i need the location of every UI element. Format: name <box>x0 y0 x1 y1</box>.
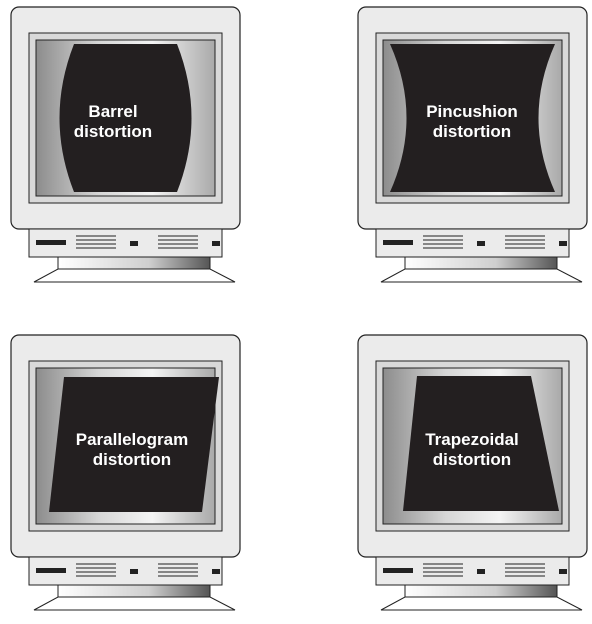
monitor-parallelogram: Parallelogram distortion <box>10 334 260 624</box>
crt-distortion-figure: Barrel distortion Pincushion distortion <box>0 0 592 611</box>
control-button <box>212 569 220 574</box>
monitor-barrel: Barrel distortion <box>10 6 260 296</box>
monitor-stand <box>34 597 235 610</box>
control-button <box>559 569 567 574</box>
control-button <box>212 241 220 246</box>
monitor-trapezoidal: Trapezoidal distortion <box>357 334 592 624</box>
power-slot <box>383 240 413 245</box>
monitor-pincushion: Pincushion distortion <box>357 6 592 296</box>
power-slot <box>36 240 66 245</box>
monitor-neck <box>405 257 557 269</box>
distorted-image <box>390 44 555 192</box>
control-button <box>477 569 485 574</box>
monitor-neck <box>58 585 210 597</box>
control-button <box>130 569 138 574</box>
power-slot <box>383 568 413 573</box>
distorted-image <box>49 377 219 512</box>
monitor-neck <box>58 257 210 269</box>
distorted-image <box>60 44 192 192</box>
control-button <box>477 241 485 246</box>
monitor-stand <box>381 269 582 282</box>
control-button <box>130 241 138 246</box>
power-slot <box>36 568 66 573</box>
monitor-stand <box>34 269 235 282</box>
monitor-stand <box>381 597 582 610</box>
monitor-neck <box>405 585 557 597</box>
control-button <box>559 241 567 246</box>
